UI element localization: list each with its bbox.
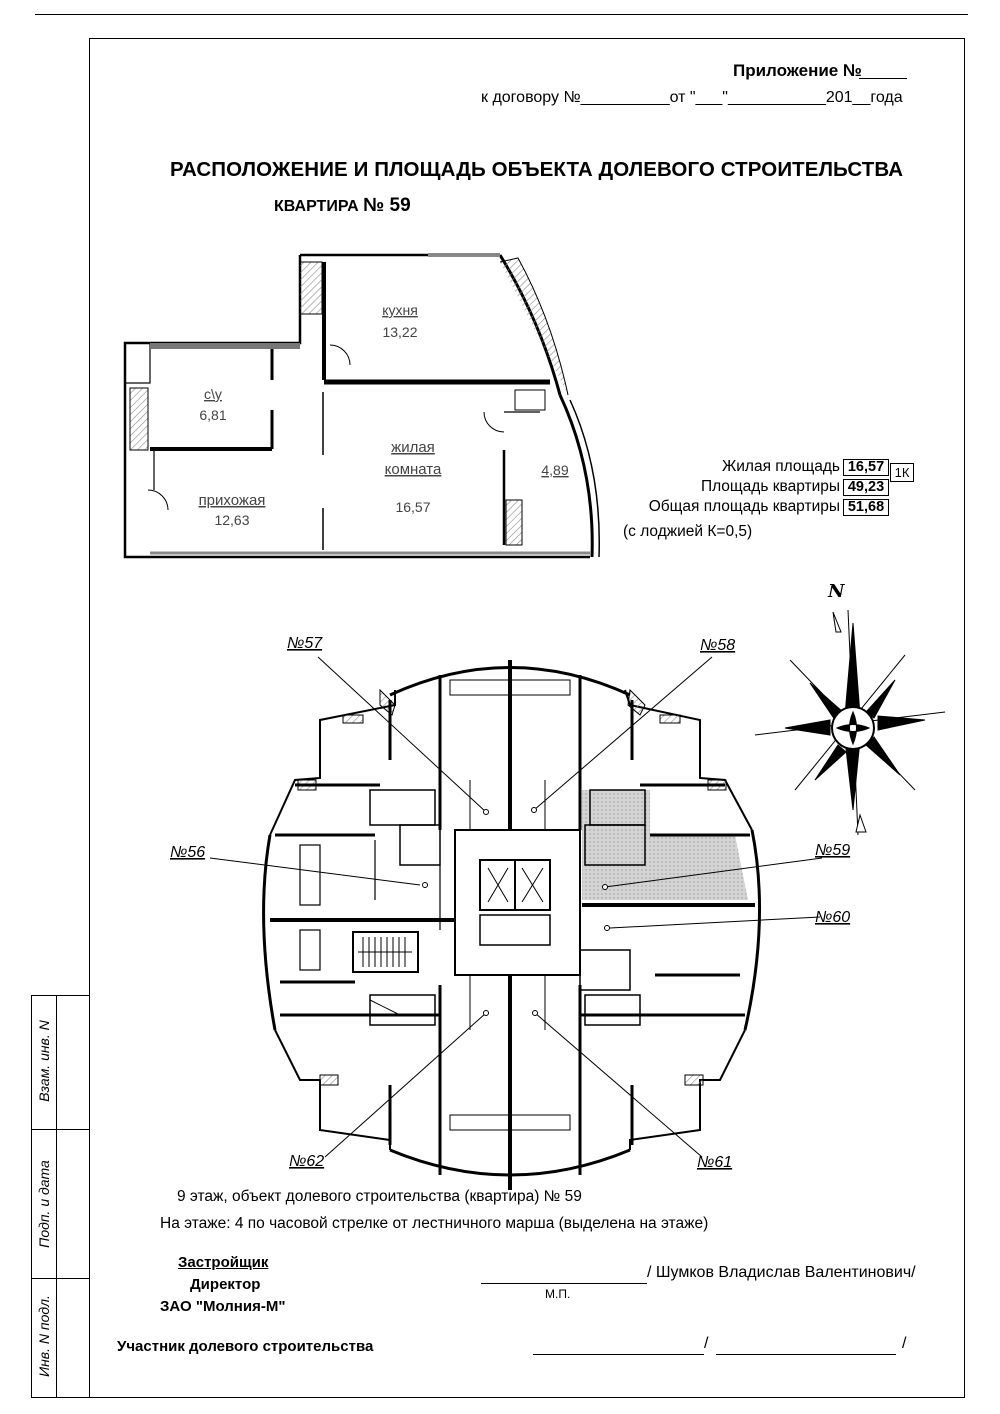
side-stamp-separator: [32, 1129, 89, 1130]
room-count-badge: 1К: [890, 463, 914, 482]
area-row-flat: Площадь квартиры 49,23: [600, 478, 890, 498]
side-stamp-separator: [32, 1278, 89, 1279]
developer-company: ЗАО "Молния-М": [160, 1298, 286, 1315]
apartment-number: № 59: [363, 195, 411, 216]
top-rule: [35, 14, 968, 15]
floor-info: 9 этаж, объект долевого строительства (к…: [177, 1188, 582, 1205]
stamp-placeholder: М.П.: [545, 1287, 571, 1301]
developer-signer: / Шумков Владислав Валентинович/: [647, 1264, 916, 1281]
room-name: жилая: [391, 439, 435, 456]
room-name: прихожая: [199, 492, 266, 509]
room-area: 16,57: [395, 499, 430, 515]
room-area: 13,22: [382, 324, 417, 340]
floor-label: №60: [815, 909, 850, 926]
room-name: комната: [385, 461, 442, 478]
floor-label: №56: [170, 844, 205, 861]
contract-line: к договору №__________от "___"__________…: [481, 89, 903, 106]
flat-area-label: Площадь квартиры: [700, 478, 840, 495]
total-area-label: Общая площадь квартиры: [648, 498, 840, 515]
floor-label: №61: [697, 1154, 732, 1171]
living-area-value: 16,57: [843, 459, 889, 476]
area-row-living: Жилая площадь 16,57: [600, 458, 890, 478]
area-row-total: Общая площадь квартиры 51,68: [600, 498, 890, 518]
living-area-label: Жилая площадь: [721, 458, 840, 475]
participant-slash: /: [704, 1335, 709, 1352]
room-area: 12,63: [214, 512, 249, 528]
room-name: кухня: [382, 302, 418, 318]
compass-north-label: N: [827, 581, 846, 602]
apartment-label: КВАРТИРА: [274, 198, 359, 215]
floor-labels: №57 №58 №56 №59 №60 №62 №61: [170, 635, 850, 1171]
page-title: РАСПОЛОЖЕНИЕ И ПЛОЩАДЬ ОБЪЕКТА ДОЛЕВОГО …: [170, 158, 904, 181]
participant-slash: /: [902, 1335, 907, 1352]
developer-position: Директор: [190, 1276, 261, 1293]
room-area: 6,81: [199, 407, 226, 423]
participant-signature-line: [533, 1354, 704, 1355]
apartment-heading: КВАРТИРА № 59: [274, 195, 411, 217]
loggia-note: (с лоджией К=0,5): [623, 523, 753, 540]
developer-heading: Застройщик: [178, 1254, 269, 1271]
floor-label: №57: [287, 635, 323, 652]
plan-room-labels: кухня 13,22 с\у 6,81 жилая комната 16,57…: [199, 302, 569, 528]
apartment-plan: [123, 253, 601, 559]
total-area-value: 51,68: [843, 499, 889, 516]
floor-plan: [209, 656, 823, 1190]
floor-label: №62: [289, 1153, 324, 1170]
developer-signature-line: [481, 1283, 647, 1284]
appendix-label: Приложение №: [733, 61, 862, 80]
on-floor-info: На этаже: 4 по часовой стрелке от лестни…: [160, 1215, 709, 1232]
appendix-blank: [859, 78, 907, 79]
floor-label: №58: [700, 637, 735, 654]
floor-label: №59: [815, 842, 850, 859]
compass-rose: [754, 609, 946, 836]
participant-label: Участник долевого строительства: [117, 1338, 374, 1355]
room-name: с\у: [204, 386, 222, 402]
room-area: 4,89: [541, 462, 568, 478]
participant-name-line: [716, 1354, 896, 1355]
side-stamp-divider: [56, 996, 57, 1397]
side-stamp: Взам. инв. N Подп. и дата Инв. N подл.: [31, 995, 89, 1398]
page-frame: [89, 38, 965, 1398]
flat-area-value: 49,23: [843, 479, 889, 496]
